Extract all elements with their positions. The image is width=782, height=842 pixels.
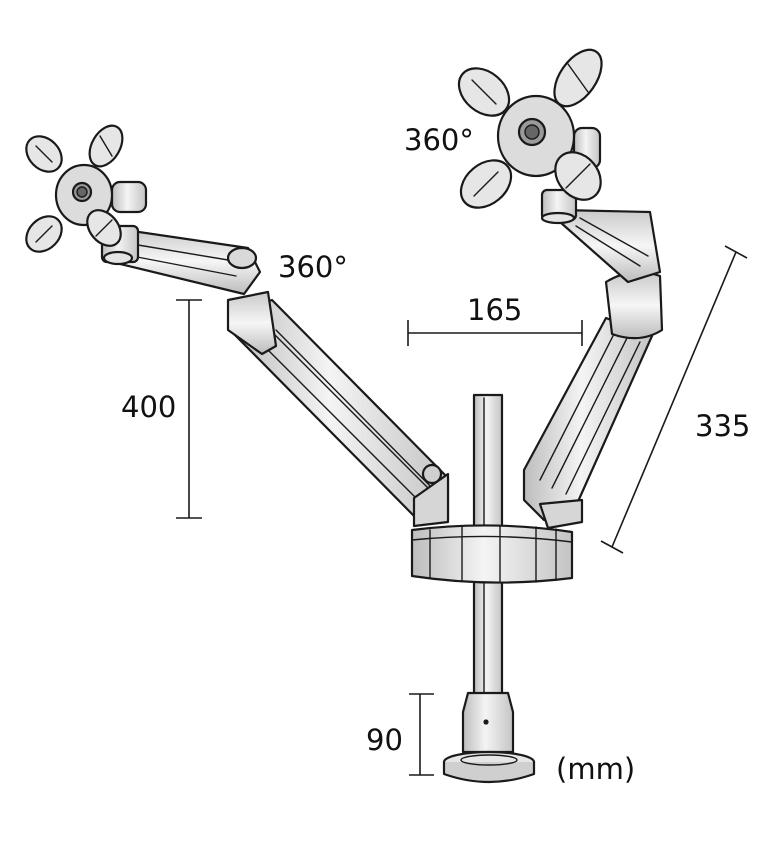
right-lower-arm xyxy=(522,271,664,530)
dimension-335 xyxy=(600,245,748,554)
central-hub xyxy=(410,524,574,584)
dimension-165 xyxy=(407,320,583,346)
unit-label: (mm) xyxy=(556,752,635,786)
gap-width-label: 165 xyxy=(467,293,522,327)
vesa-tab-bl xyxy=(25,215,63,253)
clamp-height-label: 90 xyxy=(366,723,403,757)
arm-height-label: 400 xyxy=(121,390,176,424)
right-upper-arm xyxy=(540,188,662,284)
vesa-tab-tl xyxy=(25,135,63,173)
rotation-label-left: 360° xyxy=(278,250,348,284)
dimension-90 xyxy=(409,693,434,776)
vesa-tab-br xyxy=(86,209,122,247)
dimension-400 xyxy=(176,299,202,519)
arm-length-label: 335 xyxy=(695,409,750,443)
vesa-tab-tr xyxy=(88,124,124,168)
right-vesa-head xyxy=(457,48,603,209)
vesa-tab-br xyxy=(554,151,602,201)
vesa-tab-tl xyxy=(457,67,511,117)
vesa-tab-tr xyxy=(553,48,603,108)
clamp-screw-icon xyxy=(483,719,489,725)
vesa-tab-bl xyxy=(459,159,513,209)
rotation-label-right: 360° xyxy=(404,123,474,157)
desk-clamp-base xyxy=(442,691,536,784)
left-vesa-head xyxy=(25,124,148,253)
left-upper-arm xyxy=(100,224,262,296)
left-lower-arm xyxy=(226,290,450,528)
